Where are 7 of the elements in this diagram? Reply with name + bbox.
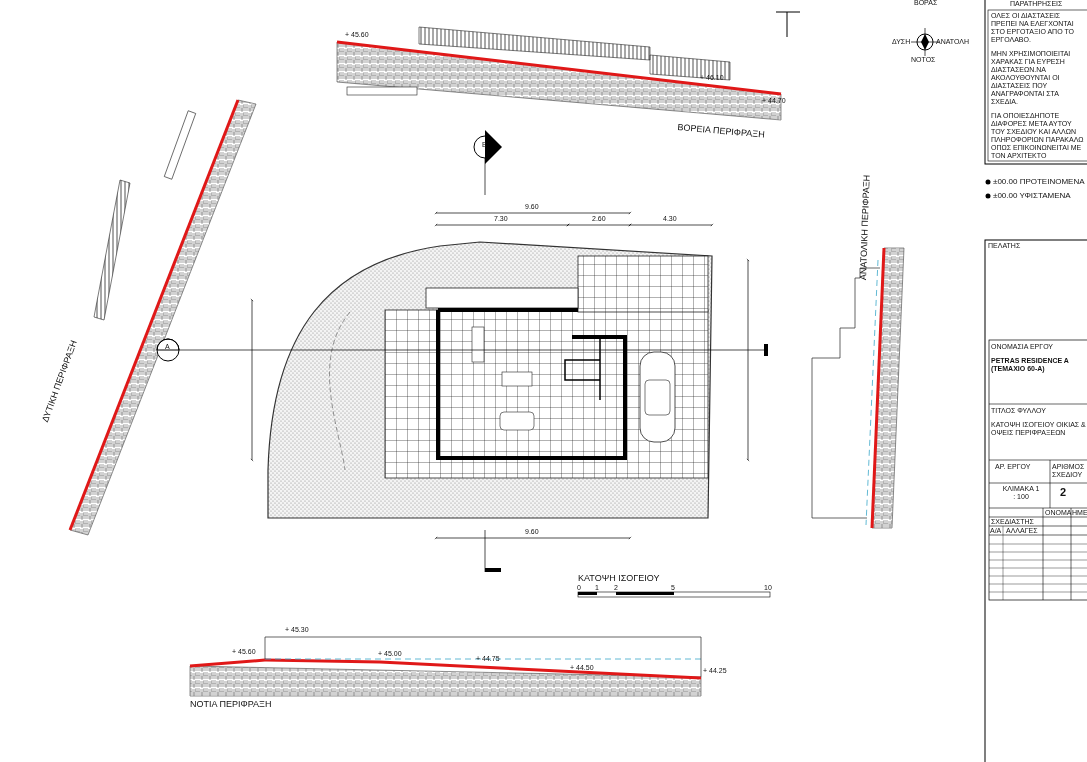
- drawing-title: ΚΑΤΟΨΗ ΙΣΟΓΕΙΟΥ: [578, 573, 660, 584]
- legend-label: ±00.00 ΠΡΟΤΕΙΝΟΜΕΝΑ: [993, 177, 1085, 187]
- elevation-title: ΝΟΤΙΑ ΠΕΡΙΦΡΑΞΗ: [190, 699, 272, 710]
- legend-label: ±00.00 ΥΦΙΣΤΑΜΕΝΑ: [993, 191, 1071, 201]
- elevation-title: ΑΝΑΤΟΛΙΚΗ ΠΕΡΙΦΡΑΞΗ: [858, 174, 872, 281]
- elevation-title: ΒΟΡΕΙΑ ΠΕΡΙΦΡΑΞΗ: [677, 122, 766, 140]
- drawing-number: 2: [1060, 486, 1067, 499]
